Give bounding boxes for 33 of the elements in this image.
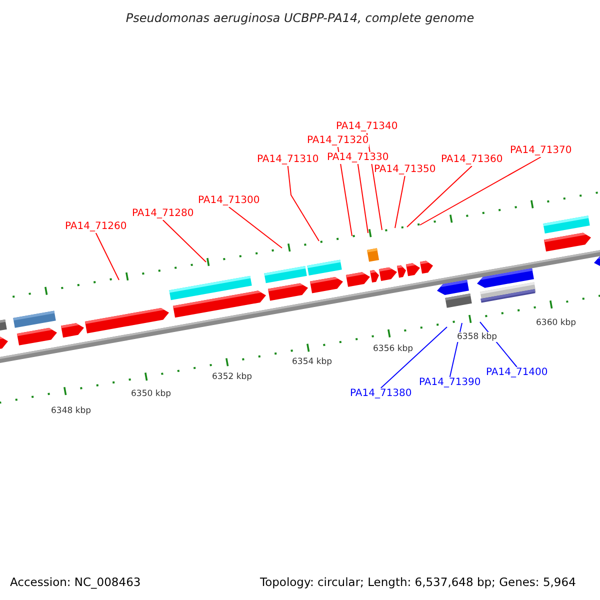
footer-text: Accession: NC_008463 xyxy=(10,575,141,589)
scale-label: 6360 kbp xyxy=(536,318,576,328)
scale-label: 6358 kbp xyxy=(457,332,498,342)
gene-label: PA14_71340 xyxy=(336,121,398,133)
gene-label: PA14_71320 xyxy=(307,135,369,147)
leader-line xyxy=(287,166,320,242)
gene-label: PA14_71360 xyxy=(441,154,503,166)
gene-label: PA14_71350 xyxy=(374,164,436,176)
leader-line xyxy=(380,326,448,388)
gene-label: PA14_71300 xyxy=(198,195,260,207)
scale-label: 6350 kbp xyxy=(131,389,172,399)
scale-label: 6352 kbp xyxy=(212,372,252,382)
gene-label: PA14_71400 xyxy=(486,367,548,379)
leader-line xyxy=(420,156,542,226)
scale-label: 6356 kbp xyxy=(373,344,414,354)
scale-label: 6348 kbp xyxy=(51,406,92,416)
chart-title: Pseudomonas aeruginosa UCBPP-PA14, complete genome xyxy=(126,10,474,27)
leader-line xyxy=(228,206,282,248)
gene-label: PA14_71370 xyxy=(510,145,572,157)
leader-line xyxy=(394,176,406,228)
footer-text: Topology: circular; Length: 6,537,648 bp; Genes: 5,964 xyxy=(260,575,576,589)
leader-line xyxy=(337,146,352,236)
gene-label: PA14_71310 xyxy=(257,154,319,166)
gene-label: PA14_71390 xyxy=(419,377,481,389)
scale-label: 6354 kbp xyxy=(292,357,332,367)
leader-line xyxy=(95,232,120,280)
leader-line xyxy=(162,220,206,262)
gene-label: PA14_71330 xyxy=(327,152,389,164)
gene-label: PA14_71380 xyxy=(350,388,412,400)
leader-line xyxy=(357,164,368,234)
gene-label: PA14_71260 xyxy=(65,221,127,233)
leader-line xyxy=(406,166,472,228)
gene-label: PA14_71280 xyxy=(132,208,194,220)
